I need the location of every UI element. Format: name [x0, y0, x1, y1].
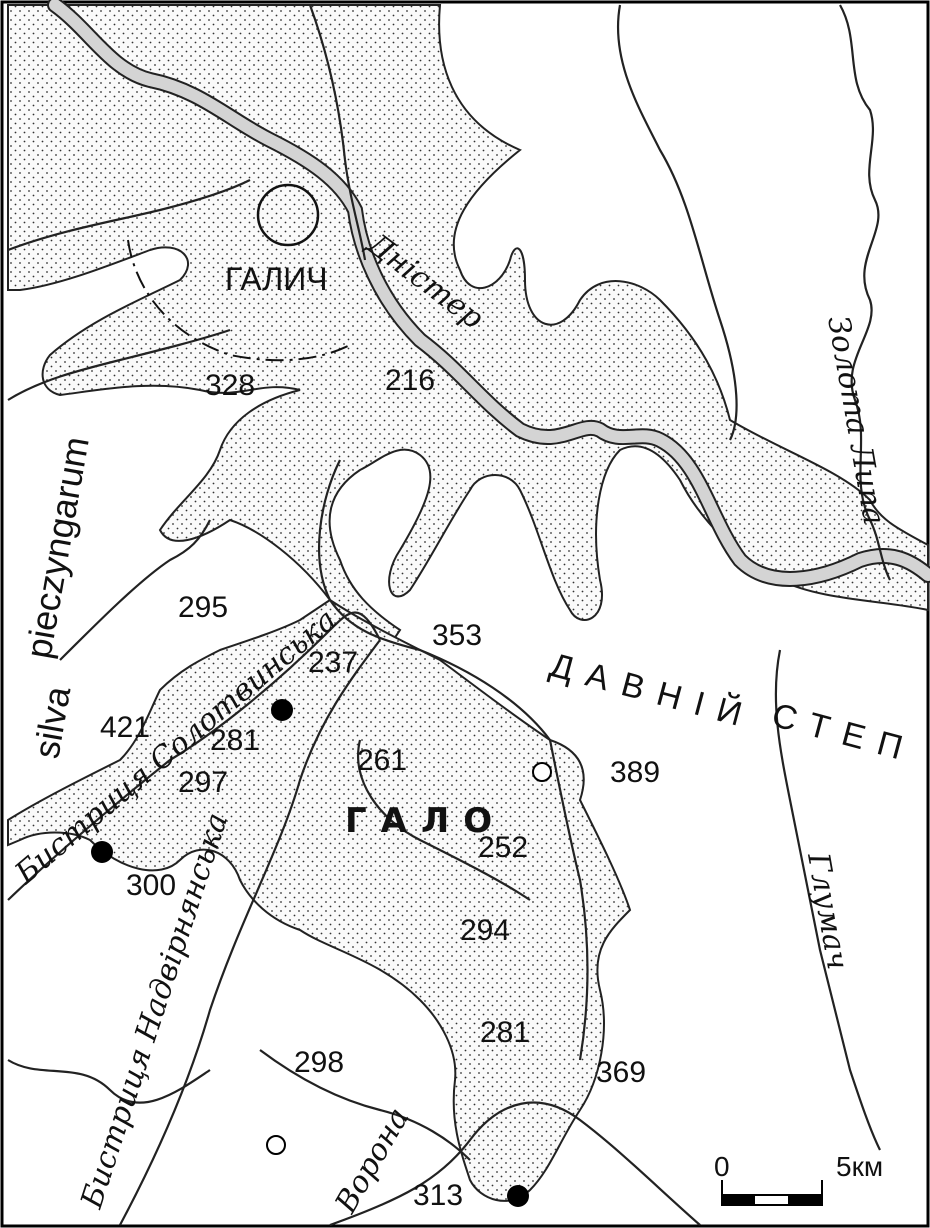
- elevation-label: 313: [413, 1179, 463, 1212]
- river-bystrytsia-solotvynska-line: [7, 611, 381, 901]
- stream-south-west: [7, 1059, 211, 1104]
- scale-end-label: 5км: [836, 1151, 883, 1182]
- elevation-label: 328: [205, 369, 255, 402]
- elevation-label: 421: [100, 711, 150, 744]
- river-zolota-lypa-line: [839, 4, 891, 581]
- elevation-label: 216: [385, 364, 435, 397]
- elevation-label: 389: [610, 756, 660, 789]
- settlement-open: [532, 762, 552, 782]
- stream-west-1: [7, 179, 251, 252]
- river-hlumach-line: [774, 649, 881, 1151]
- elevation-label: 252: [478, 831, 528, 864]
- stream-west-3: [59, 519, 211, 661]
- elevation-label: 281: [480, 1016, 530, 1049]
- stream-central: [317, 459, 589, 1061]
- elevation-label: 294: [460, 914, 510, 947]
- river-dnister-fill: [49, 0, 930, 585]
- elevation-label: 298: [294, 1046, 344, 1079]
- town-label-galych: ГАЛИЧ: [225, 261, 328, 297]
- galych-boundary: [127, 239, 351, 362]
- settlement-dot: [91, 841, 113, 863]
- elevation-label: 353: [432, 619, 482, 652]
- region-label-halo: ГАЛО: [345, 801, 506, 841]
- settlement-dot: [271, 699, 293, 721]
- galych-town-marker: [256, 183, 320, 247]
- scale-bar: 0 5км: [714, 1151, 883, 1206]
- elevation-label: 297: [178, 766, 228, 799]
- elevation-label: 300: [126, 869, 176, 902]
- elevation-label: 281: [210, 724, 260, 757]
- settlement-dot: [507, 1185, 529, 1207]
- elevation-label: 237: [308, 646, 358, 679]
- scale-zero-label: 0: [714, 1151, 730, 1182]
- stream-halo-inner: [357, 739, 531, 901]
- stream-northeast: [616, 4, 738, 441]
- river-vorona-line: [329, 1101, 701, 1227]
- stream-west-2: [7, 328, 231, 401]
- stream-north: [308, 4, 367, 261]
- settlement-open: [266, 1135, 286, 1155]
- stream-south: [259, 1049, 471, 1161]
- elevation-label: 261: [357, 744, 407, 777]
- river-bystrytsia-nadvirnianska-line: [119, 639, 381, 1226]
- elevation-label: 369: [596, 1056, 646, 1089]
- elevation-label: 295: [178, 591, 228, 624]
- lowland-halo-area: [7, 598, 632, 1202]
